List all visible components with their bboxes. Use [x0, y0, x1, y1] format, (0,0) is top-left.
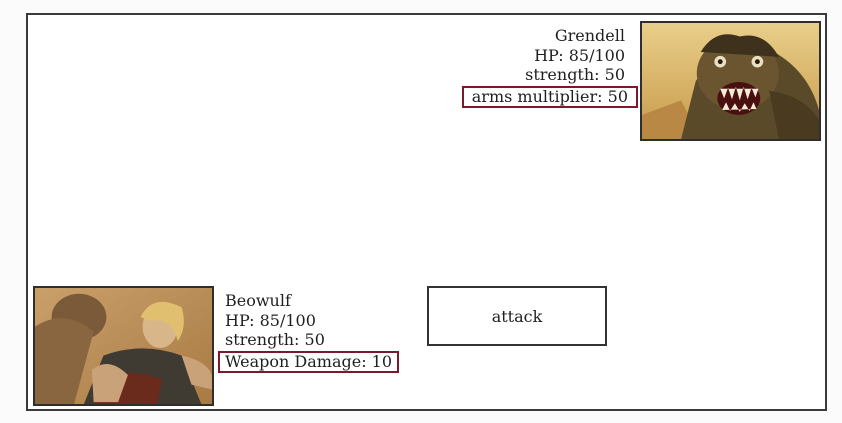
enemy-stats-panel: Grendell HP: 85/100 strength: 50 arms mu… [461, 26, 638, 108]
enemy-arms-multiplier: arms multiplier: 50 [461, 85, 638, 108]
player-weapon-damage: Weapon Damage: 10 [218, 350, 400, 373]
warrior-portrait-icon [35, 288, 212, 404]
player-portrait [33, 286, 214, 406]
enemy-strength: strength: 50 [525, 65, 625, 84]
enemy-name: Grendell [554, 26, 625, 45]
monster-portrait-icon [642, 23, 819, 139]
enemy-hp: HP: 85/100 [534, 45, 625, 65]
player-name: Beowulf [225, 291, 291, 310]
player-hp: HP: 85/100 [225, 310, 316, 330]
enemy-portrait [640, 21, 821, 141]
attack-button[interactable]: attack [427, 286, 607, 346]
player-stats-panel: Beowulf HP: 85/100 strength: 50 Weapon D… [218, 291, 400, 373]
player-strength: strength: 50 [225, 330, 325, 349]
